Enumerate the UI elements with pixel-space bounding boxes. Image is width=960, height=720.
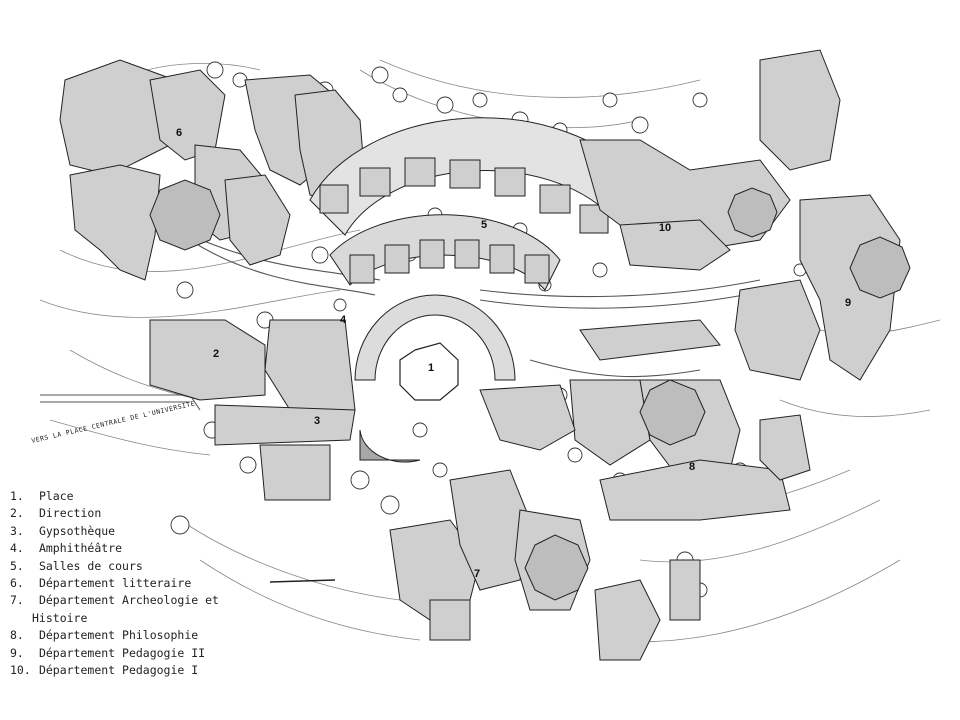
octagonal-tower-7	[524, 534, 589, 601]
octagonal-tower-10	[727, 187, 778, 238]
buildings	[59, 49, 911, 661]
octagonal-tower-9	[849, 236, 911, 299]
area-label-2: 2	[213, 348, 219, 360]
road-label: VERS LA PLACE CENTRALE DE L'UNIVERSITE	[31, 399, 196, 445]
legend-item-3: 3. Gypsothèque	[10, 523, 116, 538]
legend-item-5: 5. Salles de cours	[10, 558, 143, 573]
area-label-5: 5	[481, 219, 487, 231]
area-label-7: 7	[474, 568, 480, 580]
central-place	[399, 342, 459, 401]
legend-item-9: 9. Département Pedagogie II	[10, 645, 206, 660]
legend: 1. Place 2. Direction 3. Gypsothèque 4. …	[10, 488, 310, 679]
legend-item-4: 4. Amphithéâtre	[10, 541, 123, 556]
legend-item-2: 2. Direction	[10, 506, 102, 521]
area-label-8: 8	[689, 461, 695, 473]
legend-item-6: 6. Département litteraire	[10, 575, 192, 590]
area-label-10: 10	[659, 222, 671, 234]
area-label-6: 6	[176, 127, 182, 139]
legend-item-8: 8. Département Philosophie	[10, 628, 199, 643]
area-label-4: 4	[340, 314, 347, 326]
legend-item-7: 7. Département Archeologie et	[10, 593, 219, 608]
amphitheatre-shape	[359, 429, 421, 463]
legend-item-10: 10. Département Pedagogie I	[10, 662, 199, 677]
scale-bar	[269, 579, 336, 583]
legend-item-7-continued: Histoire	[32, 610, 88, 625]
octagonal-tower-8	[639, 379, 706, 446]
area-label-3: 3	[314, 415, 320, 427]
area-labels: 1 2 3 4 5 6 7 8 9 10	[176, 127, 851, 580]
area-label-9: 9	[845, 297, 851, 309]
legend-item-1: 1. Place	[10, 489, 74, 503]
octagonal-tower-6	[149, 179, 221, 251]
area-label-1: 1	[428, 362, 434, 374]
